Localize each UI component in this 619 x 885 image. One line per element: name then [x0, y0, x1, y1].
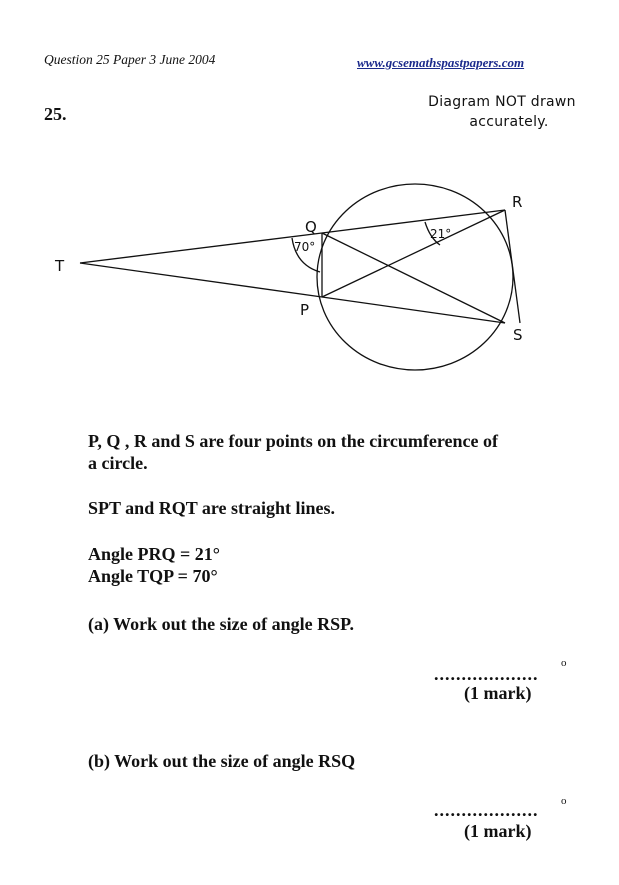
part-b-answer-line[interactable]: ................... — [434, 800, 539, 820]
chord-pr — [321, 209, 506, 298]
header-website-link[interactable]: www.gcsemathspastpapers.com — [357, 55, 525, 70]
intro-line-1: P, Q , R and S are four points on the ci… — [88, 431, 498, 451]
chord-qs — [321, 232, 506, 324]
line-tq — [79, 232, 323, 264]
given-angle-tqp: Angle TQP = 70° — [88, 566, 218, 586]
intro-line-2: a circle. — [88, 453, 148, 473]
line-ps — [321, 296, 506, 324]
header-question-ref: Question 25 Paper 3 June 2004 — [44, 52, 216, 67]
part-b-degree-symbol: o — [561, 795, 567, 807]
label-s: S — [513, 326, 523, 344]
label-p: P — [300, 301, 309, 319]
part-a-marks: (1 mark) — [464, 683, 532, 703]
label-t: T — [54, 257, 65, 275]
question-number: 25. — [44, 104, 67, 124]
diagram-note-line-2: accurately. — [469, 114, 549, 130]
line-tp — [79, 262, 323, 298]
label-r: R — [512, 193, 522, 211]
given-angles: Angle PRQ = 21° Angle TQP = 70° — [88, 543, 220, 587]
angle-label-prq: 21° — [430, 227, 451, 241]
given-angle-prq: Angle PRQ = 21° — [88, 544, 220, 564]
part-a-degree-symbol: o — [561, 657, 567, 669]
part-a-answer-line[interactable]: ................... — [434, 664, 539, 684]
diagram-note-line-1: Diagram NOT drawn — [428, 94, 576, 110]
label-q: Q — [305, 218, 317, 236]
straight-lines-text: SPT and RQT are straight lines. — [88, 498, 336, 518]
intro-text: P, Q , R and S are four points on the ci… — [88, 430, 568, 474]
part-a-prompt: (a) Work out the size of angle RSP. — [88, 614, 355, 634]
angle-arc-tqp — [291, 237, 321, 273]
diagram-note: Diagram NOT drawn accurately. — [422, 92, 582, 132]
line-qr — [321, 209, 506, 234]
angle-arc-prq — [424, 221, 441, 246]
circle-theorem-diagram: T Q R P S 70° 21° — [54, 183, 523, 371]
chord-rs — [504, 209, 521, 324]
part-b-prompt: (b) Work out the size of angle RSQ — [88, 751, 356, 771]
circle — [316, 183, 514, 371]
angle-label-tqp: 70° — [294, 240, 315, 254]
part-b-marks: (1 mark) — [464, 821, 532, 841]
